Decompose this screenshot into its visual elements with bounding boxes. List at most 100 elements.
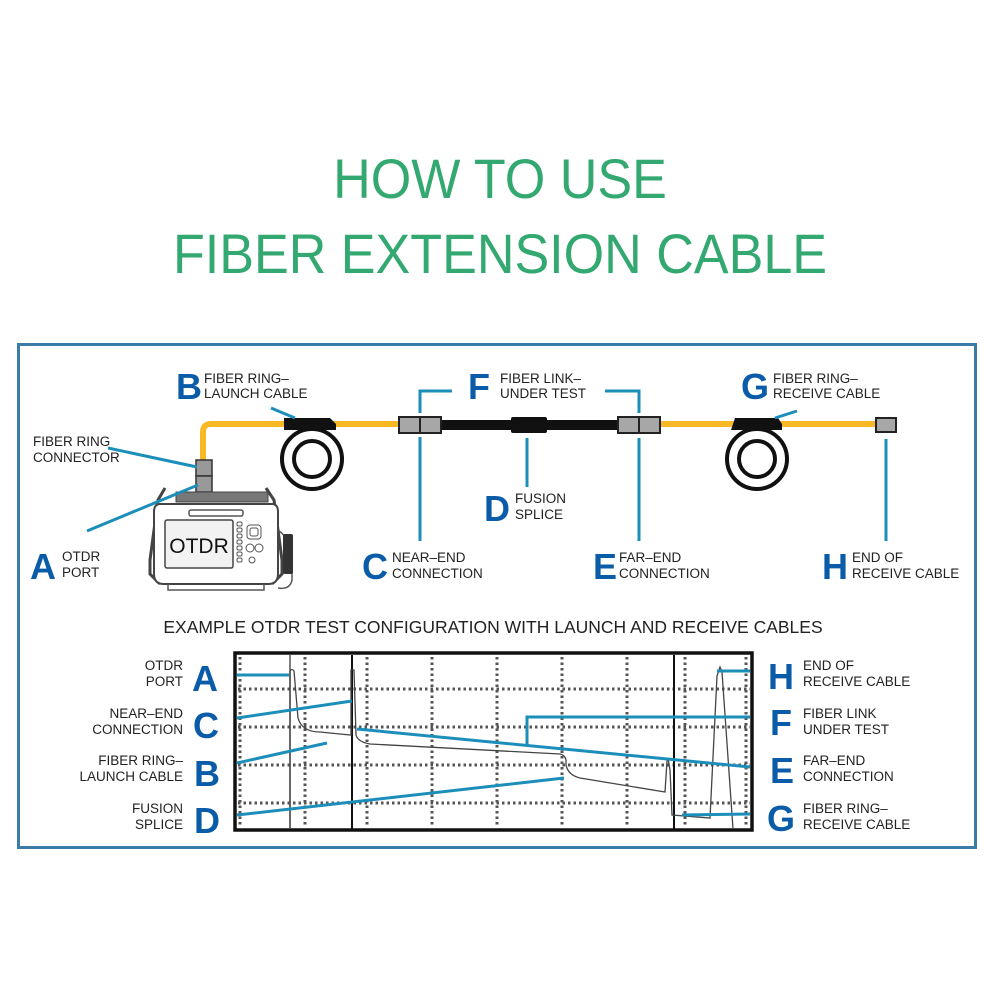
trace-letter-d: D — [194, 800, 220, 841]
trace-leader-f — [525, 715, 750, 746]
trace-leader-g — [681, 812, 751, 817]
yellow-cable-segment-1 — [200, 421, 400, 463]
otdr-trace-line — [289, 665, 734, 830]
trace-leader-b — [236, 741, 328, 765]
label-letter-g: G — [741, 366, 769, 407]
trace-label-g: G FIBER RING– RECEIVE CABLE — [767, 798, 910, 839]
near-end-connector-icon — [398, 416, 442, 434]
far-end-connector-icon — [617, 416, 661, 434]
trace-letter-b: B — [194, 753, 220, 794]
setup-label-connector: FIBER RING CONNECTOR — [33, 434, 120, 465]
receive-spool-icon — [725, 418, 789, 491]
svg-text:SPLICE: SPLICE — [135, 817, 183, 832]
svg-text:NEAR–END: NEAR–END — [109, 706, 183, 721]
svg-text:FIBER LINK: FIBER LINK — [803, 706, 877, 721]
trace-letter-c: C — [193, 705, 219, 746]
bracket-f-left — [418, 389, 452, 413]
svg-text:RECEIVE CABLE: RECEIVE CABLE — [773, 386, 880, 401]
svg-text:END OF: END OF — [803, 658, 854, 673]
svg-text:END OF: END OF — [852, 550, 903, 565]
label-letter-h: H — [822, 546, 848, 587]
launch-spool-icon — [280, 418, 344, 491]
otdr-device-icon: OTDR — [148, 459, 293, 591]
svg-text:CONNECTION: CONNECTION — [803, 769, 894, 784]
trace-leader-d — [236, 776, 565, 817]
svg-text:NEAR–END: NEAR–END — [392, 550, 466, 565]
diagram-frame — [17, 343, 977, 849]
setup-label-b: B FIBER RING– LAUNCH CABLE — [176, 366, 308, 407]
setup-label-f: F FIBER LINK– UNDER TEST — [468, 366, 586, 407]
trace-leader-c — [236, 699, 353, 720]
label-letter-d: D — [484, 488, 510, 529]
svg-text:RECEIVE CABLE: RECEIVE CABLE — [803, 674, 910, 689]
page-title-line-1: HOW TO USE — [333, 147, 667, 210]
svg-text:FUSION: FUSION — [132, 801, 183, 816]
label-letter-e: E — [593, 546, 617, 587]
svg-text:CONNECTION: CONNECTION — [619, 566, 710, 581]
svg-text:LAUNCH CABLE: LAUNCH CABLE — [79, 769, 183, 784]
svg-text:OTDR: OTDR — [145, 658, 183, 673]
page-title-line-2: FIBER EXTENSION CABLE — [172, 222, 828, 285]
setup-label-a: A OTDR PORT — [30, 546, 100, 587]
svg-text:OTDR: OTDR — [62, 549, 100, 564]
trace-heading: EXAMPLE OTDR TEST CONFIGURATION WITH LAU… — [163, 617, 822, 637]
trace-letter-e: E — [770, 750, 794, 791]
svg-text:FIBER RING: FIBER RING — [33, 434, 110, 449]
svg-text:UNDER TEST: UNDER TEST — [803, 722, 889, 737]
setup-label-g: G FIBER RING– RECEIVE CABLE — [741, 366, 880, 407]
leader-fiber-ring-connector — [107, 446, 198, 469]
svg-text:FIBER RING–: FIBER RING– — [204, 371, 289, 386]
svg-text:FUSION: FUSION — [515, 491, 566, 506]
svg-text:PORT: PORT — [62, 565, 99, 580]
svg-text:SPLICE: SPLICE — [515, 507, 563, 522]
trace-label-a: OTDR PORT A — [145, 658, 218, 699]
trace-letter-g: G — [767, 798, 795, 839]
trace-letter-h: H — [768, 656, 794, 697]
label-letter-b: B — [176, 366, 202, 407]
label-letter-a: A — [30, 546, 56, 587]
trace-label-d: FUSION SPLICE D — [132, 800, 220, 841]
svg-text:UNDER TEST: UNDER TEST — [500, 386, 586, 401]
leader-launch-cable — [270, 406, 296, 420]
trace-label-f: F FIBER LINK UNDER TEST — [770, 702, 889, 743]
svg-text:RECEIVE CABLE: RECEIVE CABLE — [852, 566, 959, 581]
otdr-screen-label: OTDR — [169, 535, 229, 558]
setup-label-c: C NEAR–END CONNECTION — [362, 546, 483, 587]
trace-letter-a: A — [192, 658, 218, 699]
trace-label-b: FIBER RING– LAUNCH CABLE B — [79, 753, 220, 794]
trace-label-h: H END OF RECEIVE CABLE — [768, 656, 910, 697]
trace-label-e: E FAR–END CONNECTION — [770, 750, 894, 791]
setup-label-h: H END OF RECEIVE CABLE — [822, 546, 959, 587]
leader-receive-cable — [774, 409, 798, 420]
svg-text:FIBER RING–: FIBER RING– — [803, 801, 888, 816]
label-letter-c: C — [362, 546, 388, 587]
setup-label-e: E FAR–END CONNECTION — [593, 546, 710, 587]
svg-text:FIBER LINK–: FIBER LINK– — [500, 371, 582, 386]
svg-text:FAR–END: FAR–END — [619, 550, 682, 565]
trace-leader-e — [356, 727, 751, 769]
bracket-f-right — [605, 389, 641, 413]
svg-text:CONNECTION: CONNECTION — [92, 722, 183, 737]
svg-text:FIBER RING–: FIBER RING– — [773, 371, 858, 386]
leader-lines-trace — [236, 669, 751, 817]
svg-text:FAR–END: FAR–END — [803, 753, 866, 768]
svg-text:FIBER RING–: FIBER RING– — [98, 753, 183, 768]
svg-text:RECEIVE CABLE: RECEIVE CABLE — [803, 817, 910, 832]
fusion-splice-icon — [511, 417, 547, 433]
trace-letter-f: F — [770, 702, 792, 743]
svg-text:LAUNCH CABLE: LAUNCH CABLE — [204, 386, 308, 401]
fiber-ring-connector-icon — [195, 459, 213, 477]
label-letter-f: F — [468, 366, 490, 407]
end-connector-icon — [875, 417, 897, 433]
setup-label-d: D FUSION SPLICE — [484, 488, 566, 529]
svg-text:CONNECTION: CONNECTION — [392, 566, 483, 581]
svg-text:CONNECTOR: CONNECTOR — [33, 450, 120, 465]
fiber-link-under-test — [398, 416, 661, 434]
leader-lines-top — [86, 389, 888, 541]
svg-text:PORT: PORT — [146, 674, 183, 689]
otdr-trace-graph — [233, 651, 754, 832]
otdr-port-icon — [195, 475, 213, 493]
trace-label-c: NEAR–END CONNECTION C — [92, 705, 219, 746]
leader-otdr-port — [86, 483, 199, 533]
